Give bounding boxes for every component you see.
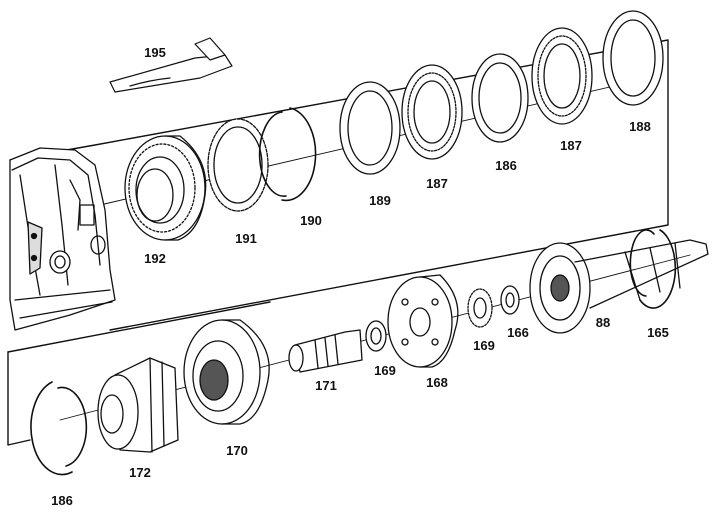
label-189: 189 [369, 193, 391, 208]
lower-panel-edge [7, 301, 271, 353]
label-88: 88 [596, 315, 610, 330]
label-186-b: 186 [51, 493, 73, 508]
lined-disc-188 [602, 10, 664, 106]
snap-ring-165 [629, 229, 677, 309]
planet-carrier-168 [387, 274, 459, 368]
friction-disc-187-a [401, 64, 463, 160]
clutch-hub-172 [97, 357, 179, 453]
label-192: 192 [144, 251, 166, 266]
snap-ring-190 [258, 107, 317, 202]
washer-166 [500, 285, 520, 315]
label-187-b: 187 [560, 138, 582, 153]
transmission-housing [9, 147, 116, 331]
label-186-a: 186 [495, 158, 517, 173]
sun-gear-shaft-171 [288, 329, 363, 373]
output-shaft-88 [529, 239, 709, 334]
label-190: 190 [300, 213, 322, 228]
lower-panel-border [7, 351, 31, 446]
label-168: 168 [426, 375, 448, 390]
clutch-drum-192 [124, 135, 207, 241]
needle-bearing-169-b [467, 288, 493, 328]
lined-disc-189 [339, 81, 401, 175]
label-169-b: 169 [473, 338, 495, 353]
label-191: 191 [235, 231, 257, 246]
lined-disc-186-a [471, 53, 529, 143]
ring-gear-170 [183, 319, 270, 425]
label-188: 188 [629, 119, 651, 134]
label-170: 170 [226, 443, 248, 458]
label-187-a: 187 [426, 176, 448, 191]
label-172: 172 [129, 465, 151, 480]
label-165: 165 [647, 325, 669, 340]
label-166: 166 [507, 325, 529, 340]
plate-tool-195 [109, 37, 233, 93]
part-labels: 195 192 191 190 189 187 186 187 188 186 … [51, 45, 669, 508]
label-169-a: 169 [374, 363, 396, 378]
thrust-washer-169-a [365, 320, 387, 352]
steel-disc-191 [207, 118, 269, 212]
friction-disc-187-b [531, 27, 593, 125]
label-195: 195 [144, 45, 166, 60]
snap-ring-186-b [30, 381, 88, 476]
label-171: 171 [315, 378, 337, 393]
